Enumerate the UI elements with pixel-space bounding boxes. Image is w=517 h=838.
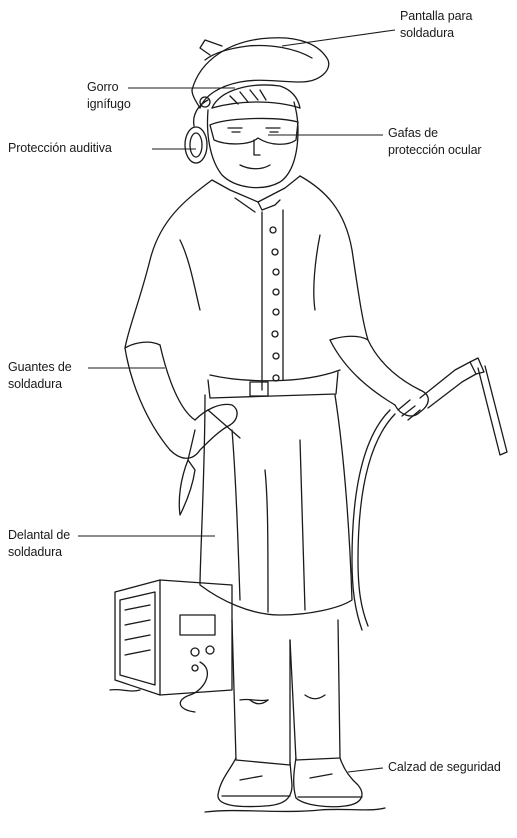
label-gorro-line2: ignífugo: [87, 96, 131, 113]
label-proteccion-auditiva-line1: Protección auditiva: [8, 140, 112, 157]
label-proteccion-auditiva: Protección auditiva: [8, 140, 112, 157]
hearing-protection: [185, 100, 208, 163]
label-calzado: Calzad de seguridad: [388, 759, 501, 776]
welding-machine: [110, 580, 268, 712]
label-pantalla: Pantalla para soldadura: [400, 8, 472, 42]
label-guantes-line2: soldadura: [8, 376, 72, 393]
leader-calzado: [348, 768, 383, 772]
leader-pantalla: [282, 30, 395, 46]
label-gafas-line1: Gafas de: [388, 125, 482, 142]
welding-cable: [352, 410, 395, 630]
label-pantalla-line1: Pantalla para: [400, 8, 472, 25]
welding-apron: [200, 395, 352, 615]
label-calzado-line1: Calzad de seguridad: [388, 759, 501, 776]
welding-helmet: [192, 38, 329, 108]
leader-lines: [78, 30, 395, 772]
label-gafas: Gafas de protección ocular: [388, 125, 482, 159]
label-delantal-line1: Delantal de: [8, 527, 70, 544]
label-gorro-line1: Gorro: [87, 79, 131, 96]
trousers: [232, 620, 340, 765]
jacket: [125, 176, 368, 398]
label-guantes: Guantes de soldadura: [8, 359, 72, 393]
label-gafas-line2: protección ocular: [388, 142, 482, 159]
label-delantal: Delantal de soldadura: [8, 527, 70, 561]
label-delantal-line2: soldadura: [8, 544, 70, 561]
label-pantalla-line2: soldadura: [400, 25, 472, 42]
head: [208, 102, 298, 188]
label-gorro: Gorro ignífugo: [87, 79, 131, 113]
right-arm-glove: [330, 336, 507, 455]
safety-goggles: [210, 118, 298, 144]
safety-shoes: [205, 758, 385, 812]
label-guantes-line1: Guantes de: [8, 359, 72, 376]
